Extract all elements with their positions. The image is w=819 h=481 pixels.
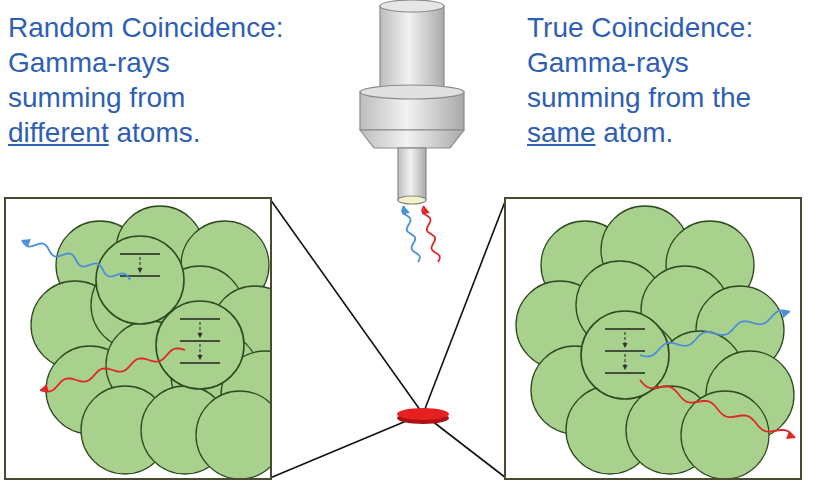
gamma-rays (22, 206, 795, 439)
detector (360, 0, 464, 204)
gamma-ray (640, 311, 790, 357)
energy-level (605, 328, 645, 329)
emphasis-word: same (527, 117, 595, 148)
transition-arrow (199, 322, 200, 337)
energy-level (605, 372, 645, 373)
transition-arrow (624, 354, 625, 369)
caption-text: Random Coincidence: Gamma-rays summing f… (8, 12, 284, 113)
gamma-arrowhead (22, 239, 31, 247)
energy-level (605, 350, 645, 351)
atom-cluster (31, 206, 270, 478)
caption-block: True Coincidence: Gamma-rays summing fro… (527, 10, 805, 150)
atom (681, 391, 769, 478)
atom (156, 301, 244, 389)
atom-cluster (516, 206, 794, 478)
gamma-arrowhead (786, 432, 795, 439)
energy-level (180, 340, 220, 341)
emphasis-word: different (8, 117, 109, 148)
caption-text: True Coincidence: Gamma-rays summing fro… (527, 12, 753, 113)
atom (96, 236, 184, 324)
gamma-arrowhead (40, 384, 49, 392)
gamma-arrowhead (781, 310, 790, 318)
gamma-arrowhead (402, 206, 410, 215)
gamma-ray (640, 380, 795, 438)
gamma-ray (422, 206, 440, 262)
energy-level (180, 318, 220, 319)
view-lines (270, 199, 506, 478)
atom (196, 391, 270, 478)
transition-arrow (624, 332, 625, 347)
gamma-arrowhead (422, 206, 430, 215)
caption-block: Random Coincidence: Gamma-rays summing f… (8, 10, 286, 150)
energy-level (120, 253, 160, 254)
source-disk (397, 408, 449, 424)
zoom-frame (505, 198, 801, 479)
caption-text: atoms. (116, 117, 200, 148)
transition-arrow (139, 257, 140, 272)
gamma-ray (40, 348, 185, 391)
transition-arrow (199, 344, 200, 359)
caption-text: atom. (603, 117, 673, 148)
energy-level (180, 362, 220, 363)
gamma-ray (402, 206, 420, 262)
atom (581, 311, 669, 399)
gamma-ray (22, 240, 130, 280)
